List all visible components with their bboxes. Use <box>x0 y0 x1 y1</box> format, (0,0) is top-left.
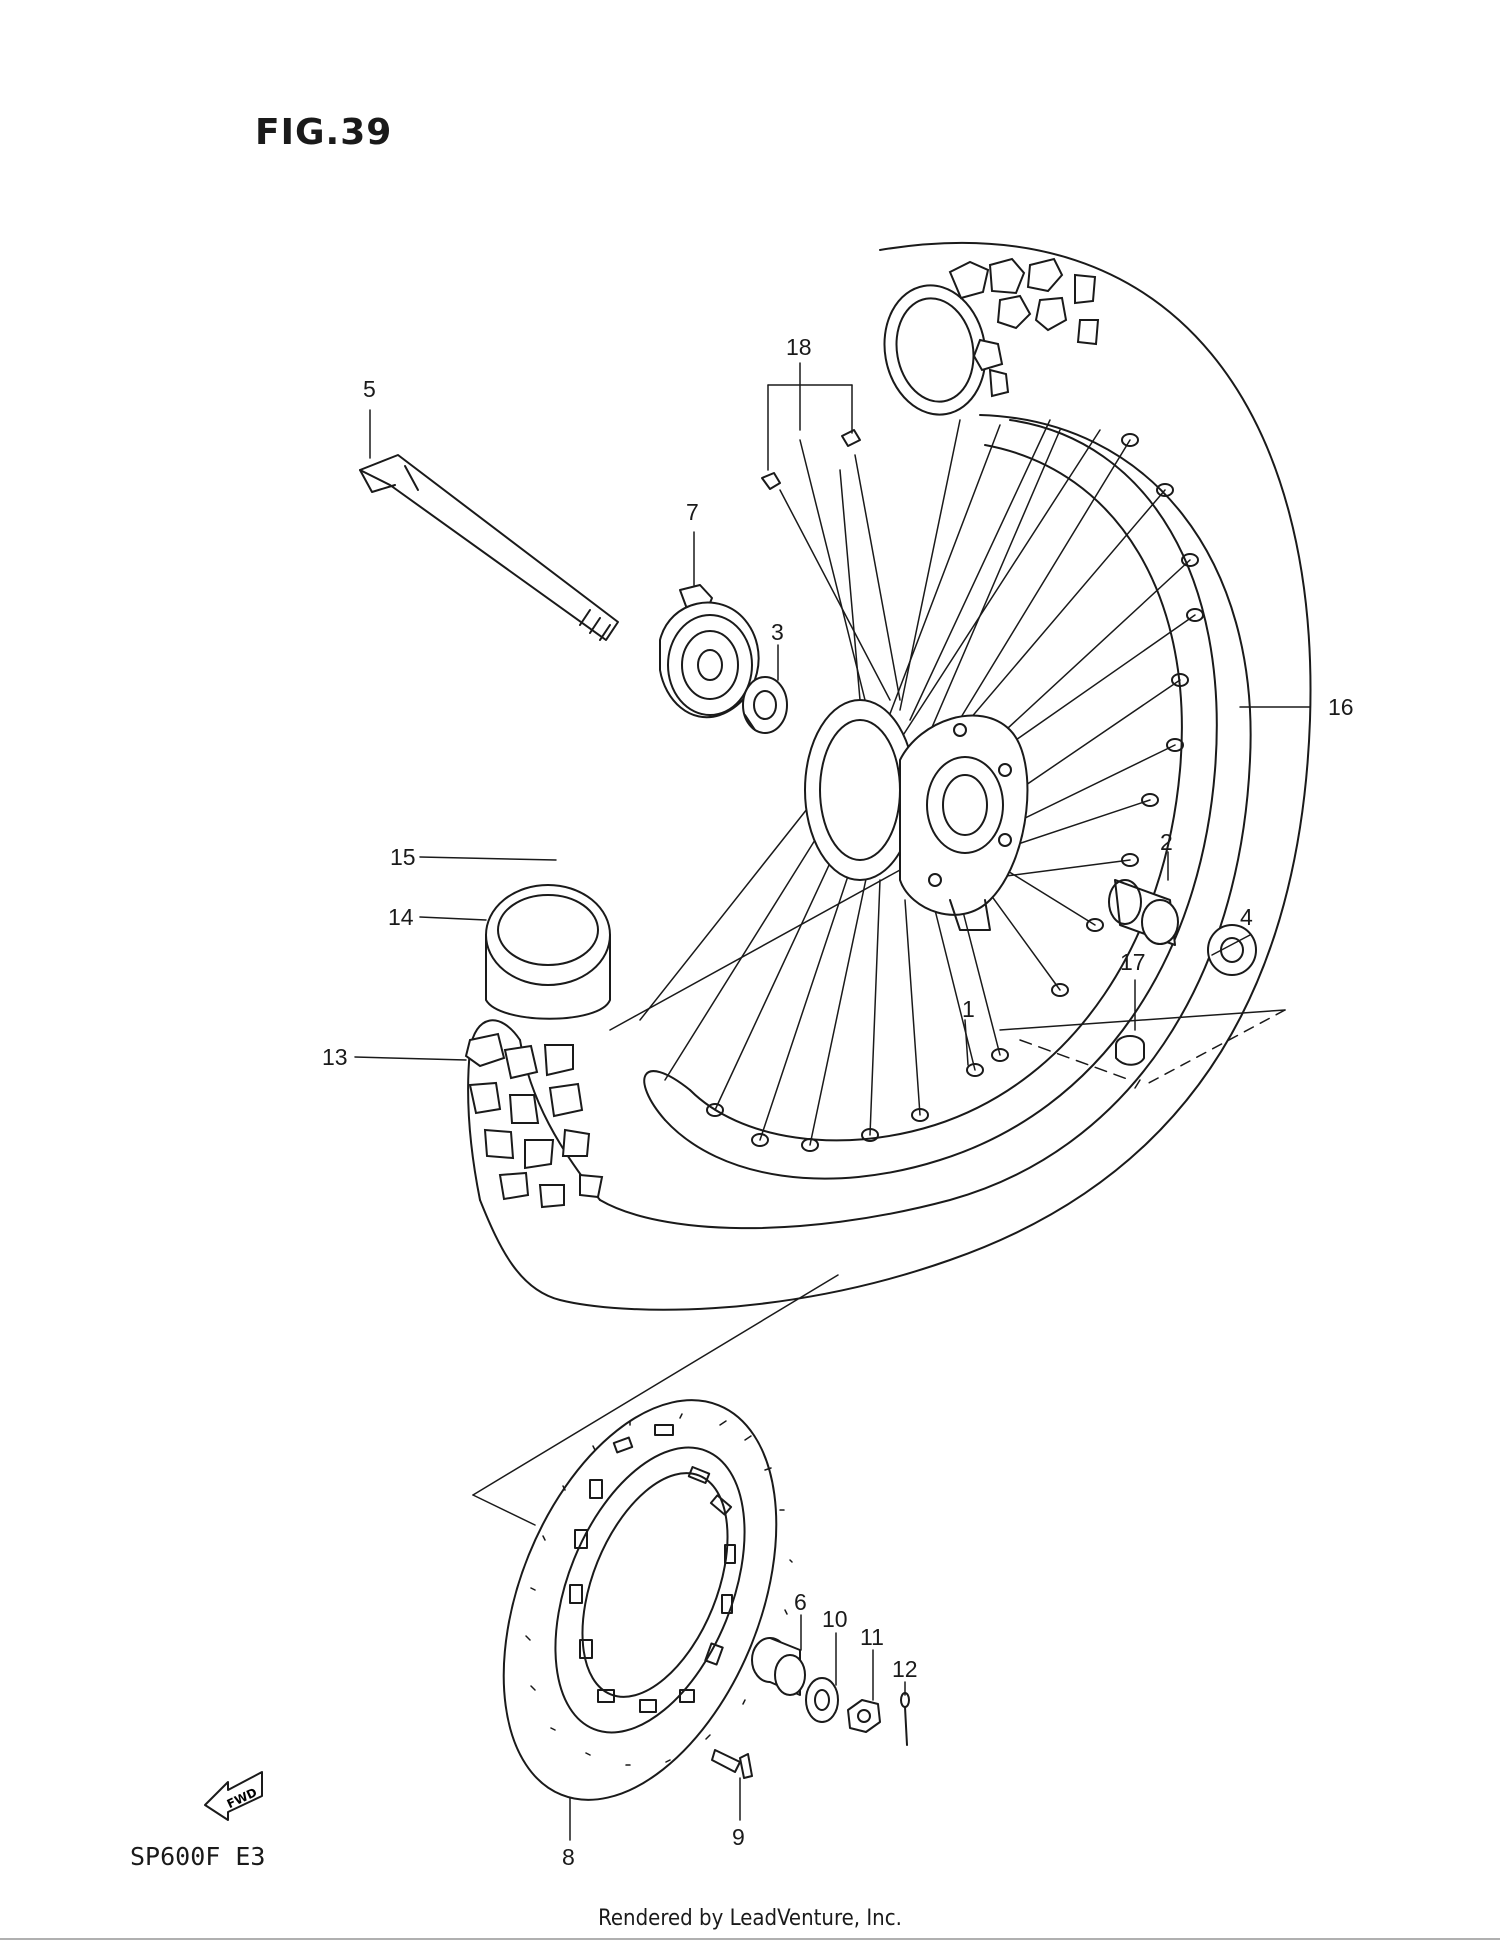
rim <box>643 419 1218 1180</box>
figure-title: FIG.39 <box>255 112 393 153</box>
callout-7: 7 <box>686 499 699 525</box>
axle <box>359 454 619 641</box>
callout-12: 12 <box>892 1656 918 1682</box>
callout-10: 10 <box>822 1606 848 1632</box>
tire <box>464 241 1312 1311</box>
castle-nut <box>847 1699 881 1733</box>
bearing-left <box>742 676 788 734</box>
footer-divider <box>0 1938 1500 1940</box>
callout-3: 3 <box>771 619 784 645</box>
callout-14: 14 <box>388 904 414 930</box>
callout-16: 16 <box>1328 694 1354 720</box>
callout-2: 2 <box>1160 829 1173 855</box>
hub <box>804 699 1029 931</box>
callout-8: 8 <box>562 1844 575 1870</box>
callout-1: 1 <box>962 996 975 1022</box>
valve-cap <box>1115 1035 1145 1066</box>
washer <box>805 1677 839 1723</box>
callout-17: 17 <box>1120 949 1146 975</box>
model-code: SP600F E3 <box>130 1842 266 1871</box>
callout-5: 5 <box>363 376 376 402</box>
spacer <box>1108 879 1179 946</box>
callout-labels: 1 2 3 4 5 6 7 8 9 10 11 12 13 14 15 16 1… <box>322 334 1354 1870</box>
disc-bolt <box>711 1749 753 1779</box>
assembly-guide-lines <box>472 1009 1286 1526</box>
speedometer-gearbox <box>659 584 760 719</box>
callout-15: 15 <box>390 844 416 870</box>
cotter-pin <box>900 1692 910 1746</box>
spoke-nipple-set <box>761 429 901 701</box>
callout-9: 9 <box>732 1824 745 1850</box>
callout-6: 6 <box>794 1589 807 1615</box>
fwd-arrow-icon: FWD <box>204 1771 263 1821</box>
flange-nut <box>751 1637 806 1696</box>
footer-credit: Rendered by LeadVenture, Inc. <box>598 1906 902 1931</box>
bearing-right <box>1207 924 1257 976</box>
spoke-nipples <box>706 433 1204 1152</box>
callout-11: 11 <box>860 1624 884 1650</box>
brake-disc <box>502 1399 793 1801</box>
callout-18: 18 <box>786 334 812 360</box>
callout-13: 13 <box>322 1044 348 1070</box>
disc-vent-holes <box>569 1424 736 1713</box>
leader-lines <box>354 362 1311 1841</box>
callout-4: 4 <box>1240 904 1253 930</box>
